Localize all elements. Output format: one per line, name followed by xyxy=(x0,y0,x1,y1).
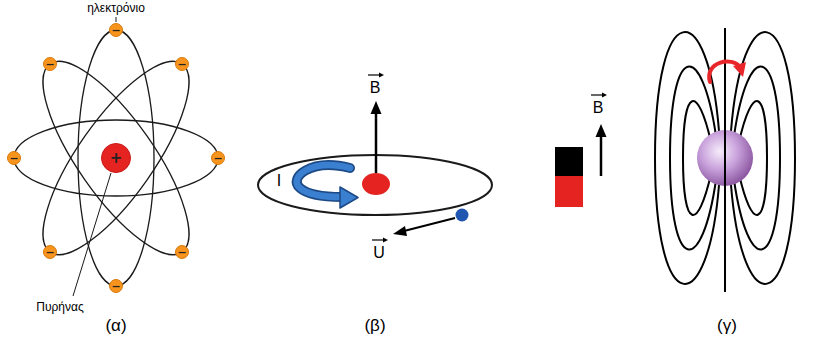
electron-circle xyxy=(44,58,57,71)
vector-arrow xyxy=(383,238,388,243)
charge-sign: − xyxy=(177,59,186,70)
orbit xyxy=(14,120,218,196)
orbit-group xyxy=(14,30,218,286)
field-arrow xyxy=(600,135,603,176)
charge-sign: + xyxy=(110,151,123,166)
charge-sign: − xyxy=(45,247,54,258)
panel-label: (β) xyxy=(364,317,385,336)
magnet-north xyxy=(555,147,583,176)
magnet-south xyxy=(555,176,583,207)
vector-label: U xyxy=(373,244,385,262)
electron-circle xyxy=(212,152,225,165)
electron-circle: − xyxy=(211,151,225,165)
orbit xyxy=(19,42,213,274)
electron-circle: − xyxy=(109,279,123,293)
electron-label: ηλεκτρόνιο xyxy=(87,2,145,15)
current-arrow-head xyxy=(340,187,358,208)
panel-label: (α) xyxy=(105,317,126,336)
spin-arrow-head xyxy=(733,62,746,77)
panel-label: (γ) xyxy=(717,317,737,336)
electron-circle xyxy=(110,24,123,37)
charge-sign: − xyxy=(9,153,18,164)
arrow-head xyxy=(596,124,607,137)
nucleus-circle: + xyxy=(101,143,131,173)
electron-dot xyxy=(456,209,469,222)
spin-axis xyxy=(724,28,726,292)
electron-circle: − xyxy=(43,57,57,71)
electron-circle: − xyxy=(175,57,189,71)
vector-label: B xyxy=(370,79,381,97)
electron-circle: − xyxy=(109,23,123,37)
vector-label: B xyxy=(593,99,604,117)
leader-line xyxy=(116,17,117,22)
field-arrow xyxy=(375,112,378,173)
charge-sign: − xyxy=(45,59,54,70)
charge-sign: − xyxy=(177,247,186,258)
electron-circle xyxy=(8,152,21,165)
leader-line xyxy=(73,173,111,296)
electron-circle xyxy=(44,246,57,259)
velocity-arrow xyxy=(404,218,455,231)
nucleus-circle xyxy=(102,144,131,173)
arrow-head xyxy=(393,226,407,236)
arrow-head xyxy=(371,101,382,114)
orbit xyxy=(78,30,154,286)
electron-circle: − xyxy=(7,151,21,165)
electron-circle xyxy=(110,280,123,293)
spin-arrow xyxy=(709,62,740,82)
electron-circle xyxy=(176,246,189,259)
vector-arrow xyxy=(379,73,384,78)
orbit xyxy=(19,42,213,274)
vector-arrow xyxy=(602,93,607,98)
nucleus-label: Πυρήνας xyxy=(36,301,83,314)
charge-sign: − xyxy=(213,153,222,164)
charge-sign: − xyxy=(111,25,120,36)
electron-circle: − xyxy=(175,245,189,259)
current-label: I xyxy=(277,172,281,190)
charge-sign: − xyxy=(111,281,120,292)
nucleus-ellipse xyxy=(362,173,390,195)
electron-circle xyxy=(176,58,189,71)
electron-circle: − xyxy=(43,245,57,259)
